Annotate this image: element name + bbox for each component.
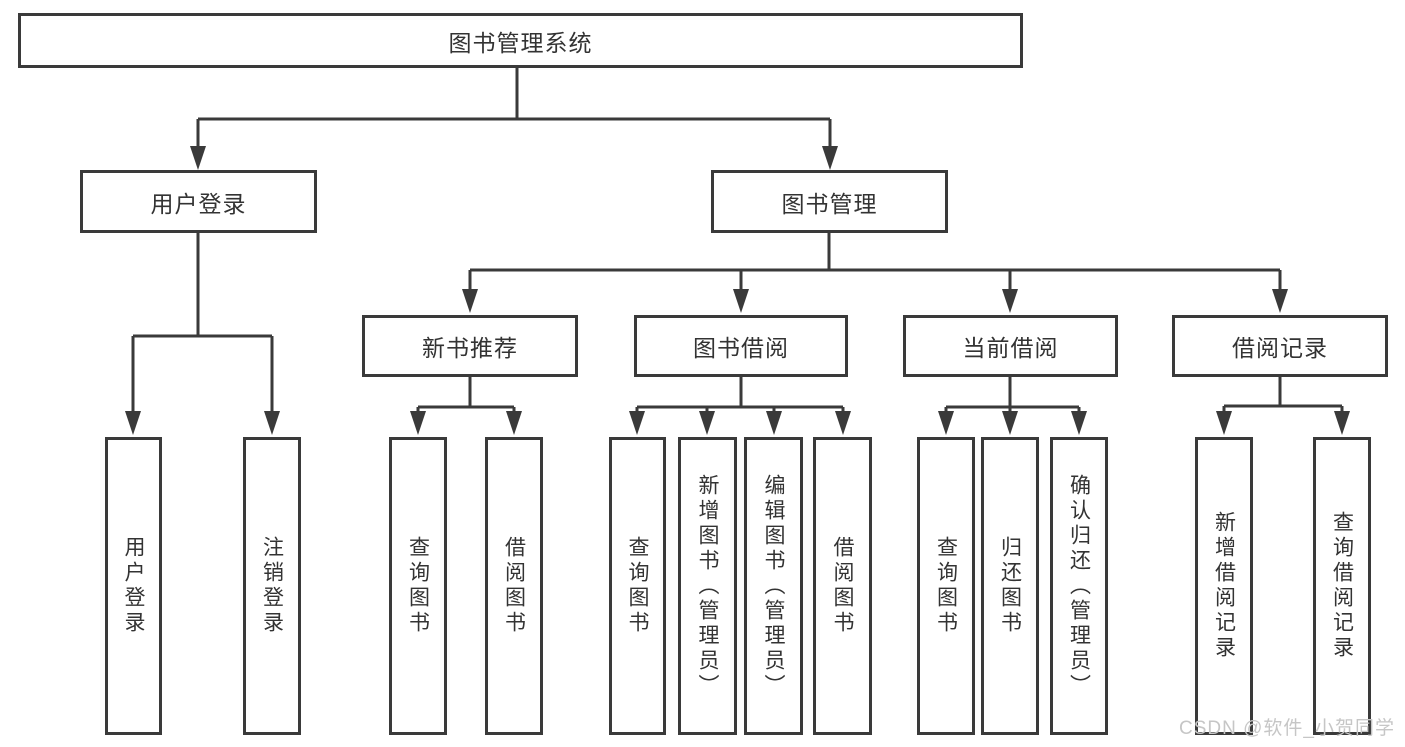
node-label: 借阅图书 [502,536,526,636]
node-label: 用户登录 [150,190,247,217]
arrowhead-icon [190,146,206,170]
arrowhead-icon [462,289,478,313]
csdn-watermark: CSDN @软件_小贺同学 [1179,718,1395,739]
arrowhead-icon [699,411,715,435]
node-book-borrowing: 图书借阅 [634,315,848,377]
arrowhead-icon [629,411,645,435]
node-label: 查询图书 [406,536,430,636]
leaf-logout: 注销登录 [243,437,301,735]
arrowhead-icon [410,411,426,435]
node-label: 查询图书 [934,536,958,636]
arrowhead-icon [1071,411,1087,435]
node-label: 图书借阅 [693,335,789,361]
arrowhead-icon [1334,411,1350,435]
node-label: 确认归还（管理员） [1067,473,1091,699]
leaf-user-login: 用户登录 [105,437,162,735]
node-new-book-recommend: 新书推荐 [362,315,578,377]
leaf-add-borrow-record: 新增借阅记录 [1195,437,1253,735]
leaf-query-books: 查询图书 [609,437,666,735]
node-label: 图书管理系统 [448,29,593,56]
leaf-edit-books-admin: 编辑图书（管理员） [744,437,803,735]
node-label: 借阅记录 [1232,335,1328,361]
node-label: 新书推荐 [422,335,518,361]
node-label: 查询图书 [626,536,649,636]
node-label: 借阅图书 [831,536,854,636]
arrowhead-icon [1002,411,1018,435]
node-label: 注销登录 [260,536,284,636]
node-library-system: 图书管理系统 [18,13,1023,68]
node-user-login: 用户登录 [80,170,317,233]
node-book-management: 图书管理 [711,170,948,233]
leaf-borrow-books: 借阅图书 [813,437,872,735]
arrowhead-icon [125,411,141,435]
arrowhead-icon [938,411,954,435]
node-borrowing-records: 借阅记录 [1172,315,1388,377]
node-current-borrowing: 当前借阅 [903,315,1118,377]
node-label: 当前借阅 [962,335,1059,361]
node-label: 新增图书（管理员） [696,473,719,699]
arrowhead-icon [1216,411,1232,435]
arrowhead-icon [1002,289,1018,313]
leaf-query-books: 查询图书 [389,437,447,735]
leaf-borrow-books: 借阅图书 [485,437,543,735]
arrowhead-icon [766,411,782,435]
node-label: 查询借阅记录 [1330,511,1354,661]
leaf-return-books: 归还图书 [981,437,1039,735]
arrowhead-icon [835,411,851,435]
leaf-confirm-return-admin: 确认归还（管理员） [1050,437,1108,735]
arrowhead-icon [1272,289,1288,313]
arrowhead-icon [506,411,522,435]
node-label: 图书管理 [781,190,878,217]
node-label: 新增借阅记录 [1212,511,1236,661]
leaf-add-books-admin: 新增图书（管理员） [678,437,737,735]
node-label: 编辑图书（管理员） [762,473,785,699]
leaf-query-borrow-record: 查询借阅记录 [1313,437,1371,735]
arrowhead-icon [264,411,280,435]
arrowhead-icon [733,289,749,313]
leaf-query-books: 查询图书 [917,437,975,735]
node-label: 用户登录 [122,536,145,636]
node-label: 归还图书 [998,536,1022,636]
arrowhead-icon [822,146,838,170]
